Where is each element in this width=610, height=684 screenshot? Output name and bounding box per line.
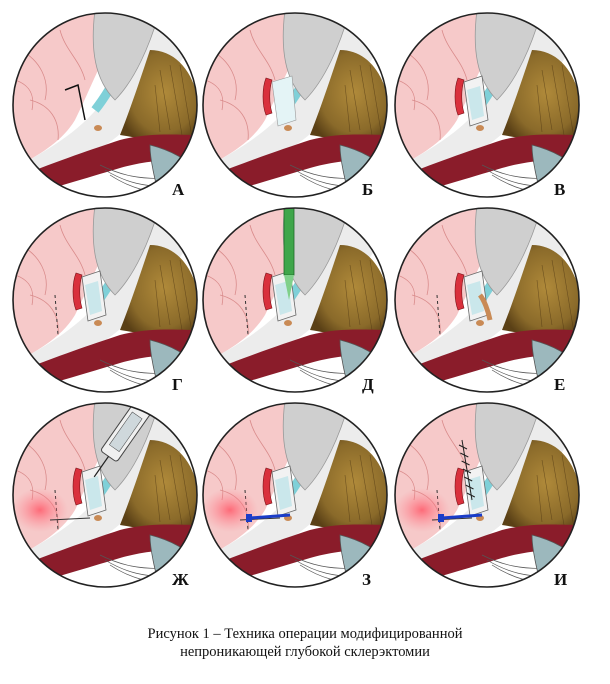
panel-label: Д <box>362 375 374 394</box>
panel-implant: З <box>200 400 390 590</box>
panel-window: Е <box>392 205 582 395</box>
eye-illustration <box>202 402 388 588</box>
eye-illustration <box>12 207 198 393</box>
panel-label: Е <box>554 375 566 394</box>
eye-illustration <box>202 207 388 393</box>
eye-illustration <box>394 402 580 588</box>
panel-label: З <box>362 570 371 589</box>
eye-illustration <box>394 207 580 393</box>
panel-incision: А <box>10 10 200 200</box>
panel-deep-flap: В <box>392 10 582 200</box>
panel-deep-flap-dissected: Г <box>10 205 200 395</box>
eye-illustration <box>12 12 198 198</box>
caption-line-1: Рисунок 1 – Техника операции модифициров… <box>147 626 463 642</box>
panel-superficial-flap: Б <box>200 10 390 200</box>
panel-injection: Ж <box>10 400 200 590</box>
panel-laser: Д <box>200 205 390 395</box>
eye-illustration <box>202 12 388 198</box>
panel-sutured: И <box>392 400 582 590</box>
eye-illustration <box>12 402 198 588</box>
panel-label: И <box>554 570 568 589</box>
panel-label: Г <box>172 375 183 394</box>
panel-label: В <box>554 180 566 199</box>
panel-label: Ж <box>172 570 189 589</box>
caption-line-2: непроникающей глубокой склерэктомии <box>180 644 430 660</box>
figure-caption: Рисунок 1 – Техника операции модифициров… <box>0 625 610 661</box>
eye-illustration <box>394 12 580 198</box>
figure-panels: А Б В Г <box>10 10 582 590</box>
panel-label: А <box>172 180 185 199</box>
panel-label: Б <box>362 180 374 199</box>
